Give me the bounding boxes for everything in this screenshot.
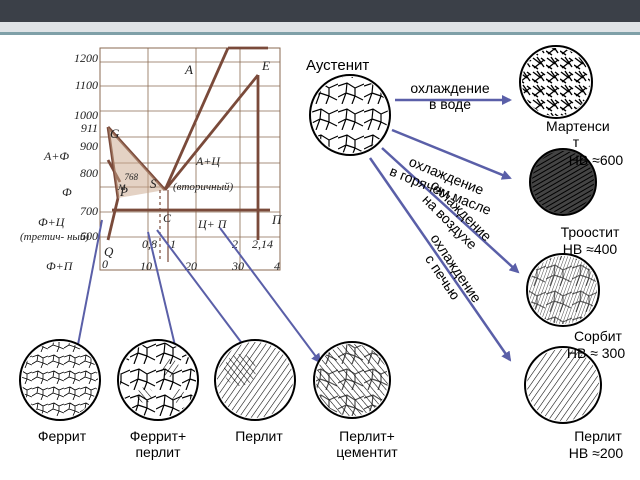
troostite-name: Троостит [560, 224, 620, 240]
ferrite-pearlite-micrograph [117, 339, 199, 421]
arrow-air [381, 147, 520, 274]
martensite-name-line2: т [572, 134, 580, 150]
point-s: S [150, 176, 157, 191]
label-c: С [163, 211, 172, 225]
tick-900: 900 [80, 139, 98, 153]
tick-c-1: 1 [170, 237, 176, 251]
pearlite-right-name: Перлит [574, 428, 622, 444]
arrow-pearlite [156, 229, 255, 360]
pearlite-cementite-name: Перлит+ цементит [336, 428, 398, 460]
ferrite-micrograph [19, 339, 101, 421]
se-line [163, 74, 260, 191]
label-m: м [117, 179, 126, 193]
fe-c-phase-diagram: 1200 1100 1000 911 900 800 768 700 600 0… [20, 46, 283, 273]
tick-c-2-14: 2,14 [252, 237, 273, 251]
concentration-axis: 0 0,8 1 2 2,14 10 20 30 4 [102, 237, 280, 273]
sorbite-hardness: HB ≈ 300 [566, 345, 626, 361]
tick-800: 800 [80, 166, 98, 180]
arrow-furnace [368, 157, 512, 362]
arrow-pearlite-cementite [219, 227, 322, 364]
tick-1100: 1100 [75, 78, 98, 92]
tick-c-4: 4 [274, 259, 280, 273]
ferrite-pearlite-name: Феррит+ перлит [129, 428, 187, 460]
sorbite-micrograph [526, 253, 600, 327]
title-bar-accent-line [0, 32, 640, 35]
diagram-frame [99, 47, 281, 271]
title-bar-band [0, 0, 640, 22]
cooling-water-label: охлаждение в воде [410, 80, 490, 112]
title-bar-light-strip [0, 22, 640, 32]
tick-1000: 1000 [74, 108, 98, 122]
diagram-points: A E G S Q P П [104, 58, 283, 259]
pearlite-right-micrograph [524, 346, 602, 424]
label-ferrite-pearlite: Ф+П [46, 259, 74, 273]
austenite-label: Аустенит [306, 57, 370, 74]
tick-c-0-8: 0,8 [142, 237, 157, 251]
pearlite-name: Перлит [235, 428, 283, 444]
martensite-micrograph [519, 45, 593, 119]
point-p-right: П [271, 212, 283, 227]
tick-600: 600 [80, 229, 98, 243]
tick-700: 700 [80, 204, 98, 218]
pearlite-cementite-micrograph [313, 341, 391, 419]
tick-c-20: 20 [185, 259, 197, 273]
tick-911: 911 [81, 121, 98, 135]
arrow-oil [391, 128, 512, 180]
martensite-name-line1: Мартенси [546, 118, 610, 134]
label-ferrite-cementite: Ф+Ц [38, 215, 66, 229]
pearlite-micrograph [214, 339, 296, 421]
sorbite-name: Сорбит [574, 328, 622, 344]
label-austenite-ferrite: А+Ф [43, 149, 69, 163]
label-tertiary: (третич- ный) [20, 231, 89, 243]
point-g: G [110, 126, 120, 141]
label-cementite-pearlite: Ц+ П [197, 217, 228, 231]
label-secondary: (вторичный) [173, 181, 234, 193]
label-austenite-cementite: А+Ц [195, 154, 221, 168]
tick-768: 768 [125, 172, 139, 182]
tick-c-10: 10 [140, 259, 152, 273]
arrow-ferrite [72, 219, 103, 357]
solidus-line [163, 47, 230, 191]
point-q: Q [104, 244, 114, 259]
ferrite-name: Феррит [37, 428, 87, 444]
tick-c-2: 2 [232, 237, 238, 251]
arrow-ferrite-pearlite [147, 231, 182, 360]
austenite-micrograph [309, 74, 391, 156]
pearlite-right-hardness: HB ≈200 [568, 445, 624, 461]
temperature-axis: 1200 1100 1000 911 900 800 768 700 600 [74, 51, 139, 243]
point-a: A [184, 62, 193, 77]
cooling-arrows [368, 95, 520, 362]
point-p: P [119, 184, 128, 199]
phase-field-labels: А+Ф А+Ц (вторичный) Ф м Ф+Ц (третич- ный… [20, 149, 234, 273]
troostite-micrograph [529, 148, 597, 216]
tick-c-30: 30 [231, 259, 244, 273]
diagram-arrows [72, 219, 322, 364]
tick-1200: 1200 [74, 51, 98, 65]
point-e: E [261, 58, 270, 73]
tick-c-0: 0 [102, 257, 108, 271]
troostite-hardness: HB ≈400 [562, 241, 618, 257]
martensite-hardness: HB ≈600 [568, 152, 624, 168]
label-ferrite: Ф [62, 185, 72, 199]
